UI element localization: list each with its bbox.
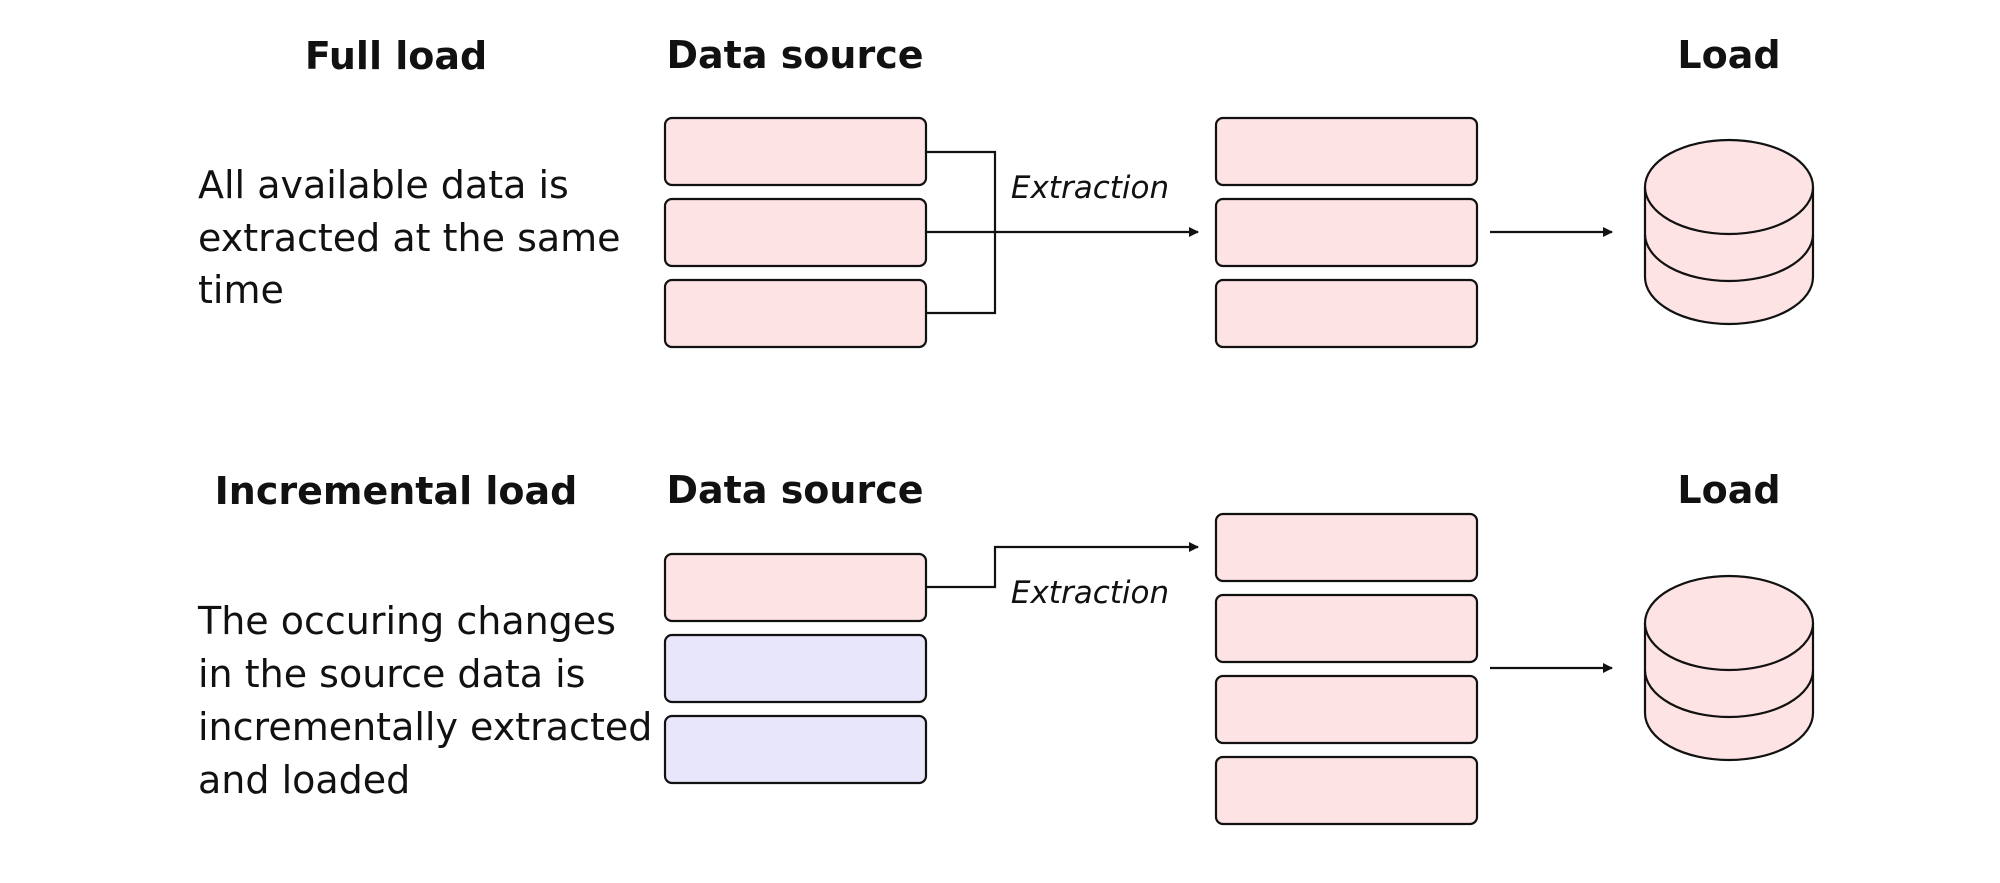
full-load-description-line-3: time bbox=[198, 268, 284, 312]
incremental-load-description-line-2: in the source data is bbox=[198, 652, 585, 696]
full-load-extraction-label: Extraction bbox=[1011, 170, 1169, 206]
incremental-load-extracted-record-1 bbox=[1214, 512, 1479, 583]
incremental-load-extraction-arrow bbox=[926, 542, 1199, 589]
incremental-load-description-line-4: and loaded bbox=[198, 758, 410, 802]
full-load-extracted-record-1 bbox=[1214, 116, 1479, 187]
incremental-load-extracted-record-2 bbox=[1214, 593, 1479, 664]
incremental-load-extracted-record-4 bbox=[1214, 755, 1479, 826]
incremental-load-source-record-1 bbox=[663, 552, 928, 623]
incremental-load-extraction-label: Extraction bbox=[1011, 575, 1169, 611]
incremental-load-heading: Incremental load bbox=[215, 469, 578, 513]
full-load-description-line-1: All available data is bbox=[198, 163, 569, 207]
full-load-extracted-record-3 bbox=[1214, 278, 1479, 349]
incremental-load-section: Incremental load Data source Load The oc… bbox=[197, 468, 1815, 826]
full-load-database-icon bbox=[1643, 138, 1815, 326]
full-load-extracted-record-2 bbox=[1214, 197, 1479, 268]
incremental-load-description-line-1: The occuring changes bbox=[197, 599, 616, 643]
incremental-load-load-heading: Load bbox=[1677, 468, 1780, 512]
full-load-load-heading: Load bbox=[1677, 33, 1780, 77]
incremental-load-source-record-3 bbox=[663, 714, 928, 785]
full-load-description-line-2: extracted at the same bbox=[198, 216, 621, 260]
incremental-load-database-icon bbox=[1643, 574, 1815, 762]
full-load-source-record-3 bbox=[663, 278, 928, 349]
incremental-load-description-line-3: incrementally extracted bbox=[198, 705, 652, 749]
full-load-section: Full load Data source Load All available… bbox=[198, 33, 1815, 349]
full-load-source-heading: Data source bbox=[666, 33, 923, 77]
full-load-source-record-1 bbox=[663, 116, 928, 187]
incremental-load-extracted-record-3 bbox=[1214, 674, 1479, 745]
incremental-load-source-record-2 bbox=[663, 633, 928, 704]
incremental-load-source-heading: Data source bbox=[666, 468, 923, 512]
full-load-source-record-2 bbox=[663, 197, 928, 268]
full-load-heading: Full load bbox=[305, 34, 487, 78]
